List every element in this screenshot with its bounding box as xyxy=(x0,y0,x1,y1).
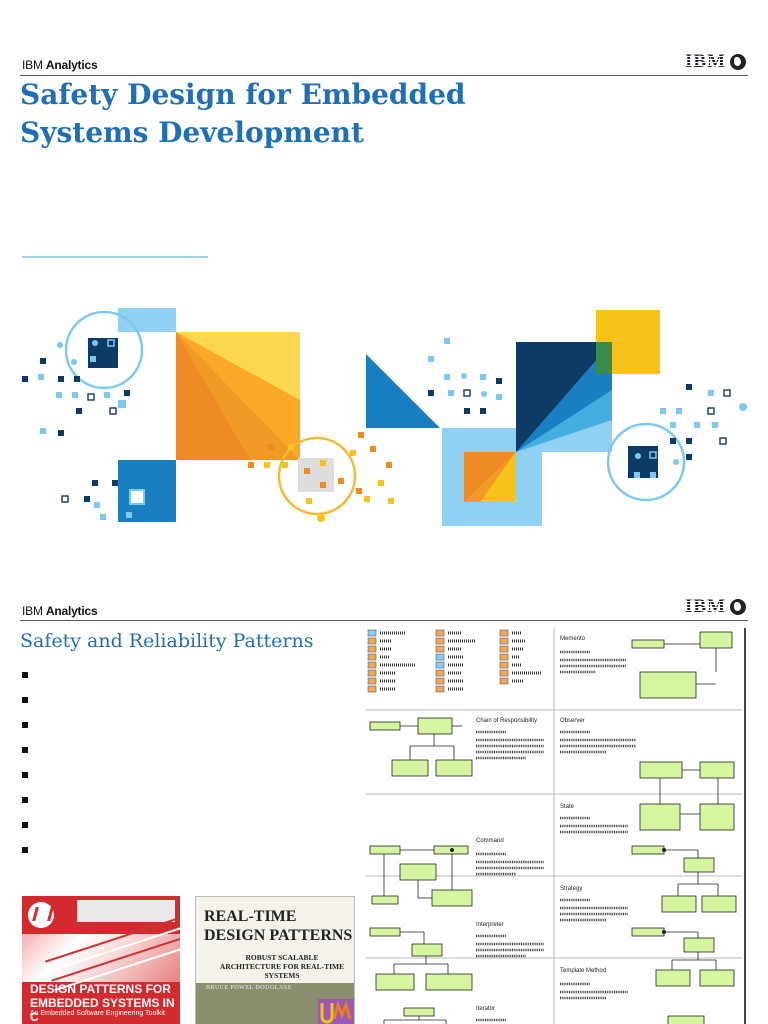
bullet xyxy=(22,797,28,803)
bullet xyxy=(22,822,28,828)
bullet xyxy=(22,847,28,853)
header-rule xyxy=(20,75,748,76)
title-slide: IBM Analytics IBM Safety Design for Embe… xyxy=(20,51,748,526)
book-cover-design-patterns-c: DESIGN PATTERNS FOR EMBEDDED SYSTEMS IN … xyxy=(22,896,180,1024)
brand-label: IBM Analytics xyxy=(22,58,98,72)
globe-icon xyxy=(730,54,746,70)
pattern-template-method-label: Template Method xyxy=(560,968,606,974)
book-cover-real-time-patterns: REAL-TIME DESIGN PATTERNS ROBUST SCALABL… xyxy=(195,896,355,1024)
slide-title: Safety and Reliability Patterns xyxy=(20,630,314,652)
bullet xyxy=(22,772,28,778)
patterns-slide: IBM Analytics IBM Safety and Reliability… xyxy=(0,580,768,1024)
pattern-iterator-label: Iterator xyxy=(476,1006,495,1012)
book-subtitle: An Embedded Software Engineering Toolkit xyxy=(30,1010,165,1017)
pattern-chain-label: Chain of Responsibility xyxy=(476,718,537,724)
pattern-interpreter-label: Interpreter xyxy=(476,922,504,928)
bullet-list xyxy=(22,672,28,872)
book-title: DESIGN PATTERNS FOR EMBEDDED SYSTEMS IN … xyxy=(30,982,175,1024)
accent-rule xyxy=(22,256,208,258)
slide-title: Safety Design for Embedded Systems Devel… xyxy=(20,78,466,149)
book-author: BRUCE POWEL DOUGLASS xyxy=(206,985,292,991)
decorative-artwork xyxy=(22,308,747,526)
pattern-memento-label: Memento xyxy=(560,636,586,642)
cover-photo xyxy=(22,934,180,982)
uml-logo-icon xyxy=(318,999,354,1024)
ibm-logo: IBM xyxy=(685,51,726,72)
bullet xyxy=(22,722,28,728)
pattern-strategy-label: Strategy xyxy=(560,886,582,892)
pattern-command-label: Command xyxy=(476,838,504,844)
globe-icon xyxy=(730,599,746,615)
book-title: REAL-TIME DESIGN PATTERNS xyxy=(204,908,353,944)
ibm-logo: IBM xyxy=(685,596,726,617)
bullet xyxy=(22,747,28,753)
bullet xyxy=(22,672,28,678)
header-rule xyxy=(20,620,748,621)
brand-label: IBM Analytics xyxy=(22,604,98,618)
pattern-catalog: Chain of Responsibility Command Interpre… xyxy=(366,628,746,1024)
series-strip xyxy=(77,900,175,922)
book-subtitle: ROBUST SCALABLE ARCHITECTURE FOR REAL-TI… xyxy=(219,953,345,980)
pattern-observer-label: Observer xyxy=(560,718,585,724)
publisher-logo-icon xyxy=(28,902,54,928)
bullet xyxy=(22,697,28,703)
pattern-state-label: State xyxy=(560,804,575,810)
